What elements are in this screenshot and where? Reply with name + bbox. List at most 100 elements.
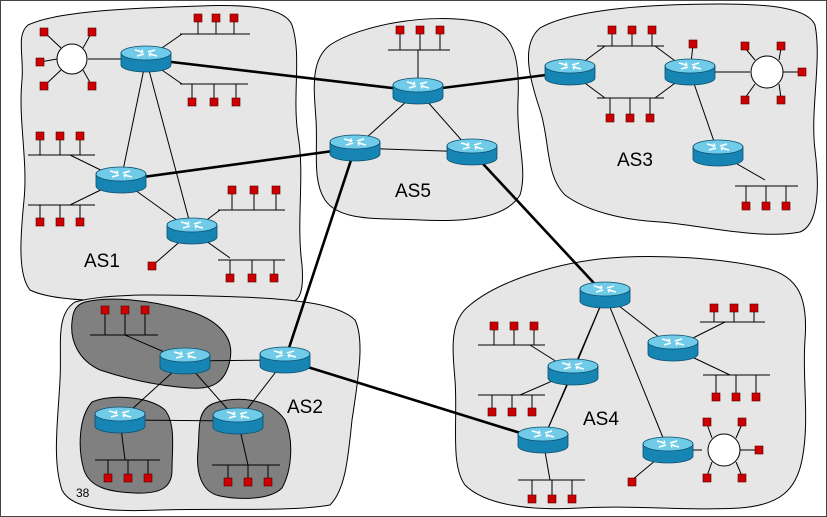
- host-icon: [35, 131, 45, 141]
- host-icon: [187, 97, 197, 107]
- host-icon: [39, 81, 49, 91]
- host-icon: [120, 305, 130, 315]
- as5-label: AS5: [395, 181, 431, 202]
- slide-number: 38: [76, 486, 90, 500]
- host-icon: [625, 113, 635, 123]
- host-icon: [647, 25, 657, 35]
- host-icon: [227, 185, 237, 195]
- host-icon: [740, 95, 750, 105]
- host-icon: [527, 407, 537, 417]
- link-as2-as4: [284, 358, 544, 442]
- host-icon: [509, 321, 519, 331]
- host-icon: [209, 97, 219, 107]
- host-icon: [754, 445, 764, 455]
- host-icon: [731, 392, 741, 402]
- host-icon: [749, 303, 759, 313]
- host-icon: [729, 303, 739, 313]
- host-icon: [247, 273, 257, 283]
- host-icon: [709, 303, 719, 313]
- as3-label: AS3: [617, 150, 653, 171]
- host-icon: [607, 25, 617, 35]
- host-icon: [143, 473, 153, 483]
- host-icon: [737, 473, 747, 483]
- router-icon: [259, 346, 311, 374]
- host-icon: [627, 477, 637, 487]
- host-icon: [415, 25, 425, 35]
- router-icon: [159, 347, 211, 375]
- lan-segments: [28, 20, 798, 497]
- host-icon: [507, 407, 517, 417]
- router-icon: [664, 58, 716, 86]
- host-icon: [55, 217, 65, 227]
- host-icon: [243, 477, 253, 487]
- router-icon: [692, 139, 744, 167]
- host-icon: [271, 185, 281, 195]
- link-as1-as5-lower: [120, 146, 356, 182]
- host-icon: [737, 417, 747, 427]
- router-icon: [547, 358, 599, 386]
- router-icon: [579, 281, 631, 309]
- host-icon: [249, 185, 259, 195]
- as1-label: AS1: [84, 251, 120, 272]
- host-icon: [75, 131, 85, 141]
- as5-region: [313, 18, 524, 222]
- host-icon: [489, 321, 499, 331]
- host-icon: [263, 477, 273, 487]
- host-icon: [225, 273, 235, 283]
- host-icon: [55, 131, 65, 141]
- as2-label: AS2: [287, 397, 323, 418]
- host-icon: [527, 494, 537, 504]
- host-icon: [741, 201, 751, 211]
- router-icon: [120, 45, 172, 73]
- host-icon: [740, 41, 750, 51]
- host-icon: [193, 13, 203, 23]
- host-icon: [211, 13, 221, 23]
- host-icon: [688, 39, 698, 49]
- ring-network-icon: [744, 47, 800, 99]
- host-icon: [761, 201, 771, 211]
- router-icon: [544, 58, 596, 86]
- host-icon: [140, 305, 150, 315]
- as4-label: AS4: [583, 409, 619, 430]
- host-icon: [229, 13, 239, 23]
- host-icon: [231, 97, 241, 107]
- host-icon: [487, 407, 497, 417]
- link-as5-as2: [283, 147, 357, 361]
- host-icon: [123, 473, 133, 483]
- host-icon: [605, 113, 615, 123]
- host-icon: [776, 95, 786, 105]
- host-icon: [797, 67, 807, 77]
- router-icon: [94, 406, 146, 434]
- host-icon: [39, 27, 49, 37]
- host-icon: [567, 494, 577, 504]
- host-icon: [529, 321, 539, 331]
- host-icon: [702, 473, 712, 483]
- host-icon: [435, 25, 445, 35]
- as3-region: [527, 3, 818, 235]
- router-icon: [166, 217, 218, 245]
- host-icon: [87, 81, 97, 91]
- host-icon: [645, 113, 655, 123]
- host-icon: [269, 273, 279, 283]
- host-icon: [751, 392, 761, 402]
- host-icon: [35, 217, 45, 227]
- router-icon: [392, 77, 444, 105]
- host-icon: [87, 27, 97, 37]
- host-icon: [711, 392, 721, 402]
- host-icon: [100, 305, 110, 315]
- host-icon: [223, 477, 233, 487]
- host-icon: [776, 41, 786, 51]
- host-icon: [702, 417, 712, 427]
- host-icon: [35, 57, 45, 67]
- router-icon: [446, 138, 498, 166]
- host-icon: [395, 25, 405, 35]
- router-icon: [95, 166, 147, 194]
- router-icon: [212, 407, 264, 435]
- ring-network-icon: [706, 423, 757, 477]
- router-icon: [647, 334, 699, 362]
- host-icon: [627, 25, 637, 35]
- router-icon: [517, 426, 569, 454]
- inter-as-links: [120, 57, 606, 442]
- host-icon: [781, 201, 791, 211]
